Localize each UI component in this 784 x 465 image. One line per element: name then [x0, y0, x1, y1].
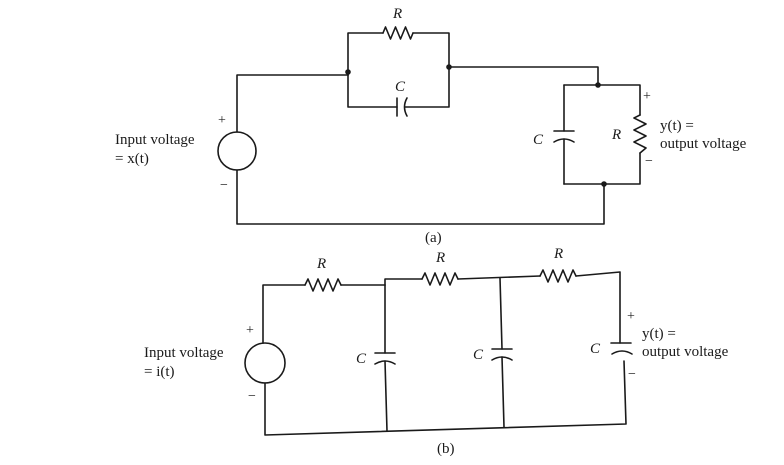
- caption-b: (b): [437, 441, 455, 457]
- wire-b-bottom: [264, 360, 627, 436]
- wire-b-top-5: [575, 271, 621, 344]
- circuit-b: R R R C C C + − + − Input voltage = i(t)…: [144, 246, 729, 457]
- source-a-minus: −: [220, 178, 228, 193]
- wire-b-top-3: [384, 278, 423, 286]
- caption-a: (a): [425, 230, 442, 246]
- input-b-label-line1: Input voltage: [144, 345, 224, 361]
- wire-a-left-top: [236, 74, 349, 133]
- capacitor-a-top-plate2: [403, 97, 408, 117]
- output-a-plus: +: [643, 89, 651, 104]
- resistor-b-2: [421, 272, 459, 286]
- current-source-b: [244, 342, 286, 384]
- wire-b-top-4: [457, 275, 541, 280]
- wire-a-left-bottom: [236, 169, 605, 225]
- capacitor-b-3-plate2: [611, 350, 633, 355]
- wire-b-cap2-top: [499, 277, 503, 350]
- junction-dot: [595, 82, 601, 88]
- output-b-label-line2: output voltage: [642, 344, 729, 360]
- output-b-minus: −: [628, 367, 636, 382]
- circuit-a: R C C R + − + − Input voltage = x(t) y(t…: [115, 6, 747, 246]
- junction-dot: [345, 69, 351, 75]
- resistor-a-top-label: R: [392, 6, 402, 22]
- capacitor-b-3-label: C: [590, 341, 601, 357]
- junction-dot: [446, 64, 452, 70]
- source-b-minus: −: [248, 389, 256, 404]
- output-a-label-line1: y(t) =: [660, 118, 694, 134]
- capacitor-b-2-label: C: [473, 347, 484, 363]
- resistor-b-3-label: R: [553, 246, 563, 262]
- resistor-b-3: [539, 269, 577, 283]
- output-a-minus: −: [645, 154, 653, 169]
- wire-a-parallel-left-2: [347, 74, 398, 108]
- capacitor-a-top-label: C: [395, 79, 406, 95]
- output-b-plus: +: [627, 309, 635, 324]
- input-a-label-line1: Input voltage: [115, 132, 195, 148]
- wire-b-left-top: [262, 284, 306, 344]
- junction-dot: [601, 181, 607, 187]
- wire-b-cap2-bottom: [501, 356, 505, 428]
- output-a-label-line2: output voltage: [660, 136, 747, 152]
- wire-a-parallel-left: [347, 32, 384, 76]
- resistor-a-shunt-label: R: [611, 127, 621, 143]
- resistor-b-1: [304, 278, 342, 292]
- wire-a-parallel-right: [404, 32, 450, 108]
- input-a-label-line2: = x(t): [115, 151, 149, 167]
- capacitor-a-shunt-plate2: [553, 138, 575, 143]
- wire-b-cap1-bottom: [384, 360, 388, 432]
- resistor-b-1-label: R: [316, 256, 326, 272]
- source-a-plus: +: [218, 113, 226, 128]
- source-b-plus: +: [246, 323, 254, 338]
- wire-a-output-loop-bottom: [563, 152, 641, 185]
- output-b-label-line1: y(t) =: [642, 326, 676, 342]
- resistor-a-top: [382, 26, 414, 40]
- input-b-label-line2: = i(t): [144, 364, 175, 380]
- capacitor-a-shunt-label: C: [533, 132, 544, 148]
- resistor-b-2-label: R: [435, 250, 445, 266]
- capacitor-b-1-label: C: [356, 351, 367, 367]
- wire-a-top-right: [448, 66, 599, 86]
- voltage-source-a: [217, 131, 257, 171]
- wire-a-output-loop-top: [563, 84, 641, 116]
- resistor-a-shunt: [633, 114, 647, 154]
